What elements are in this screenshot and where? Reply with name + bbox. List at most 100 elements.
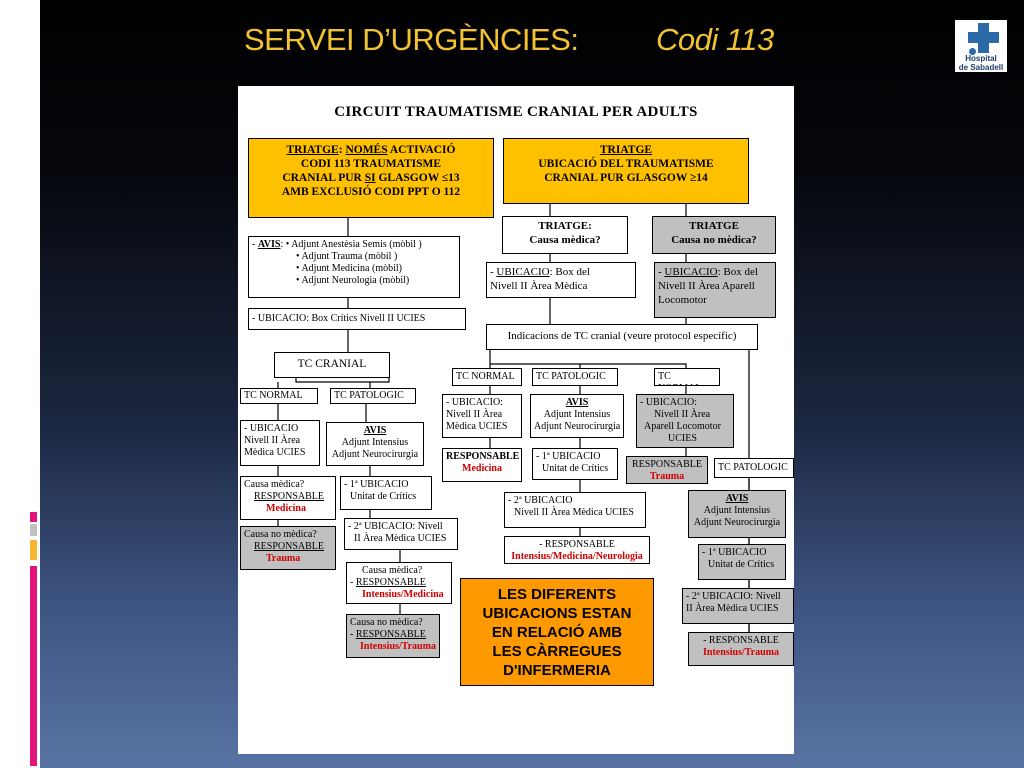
text-line: Mèdica UCIES (244, 447, 306, 458)
triage-left-box: TRIATGE: NOMÉS ACTIVACIÓ CODI 113 TRAUMA… (248, 138, 494, 218)
text-line: Causa mèdica? (362, 565, 423, 576)
text-line: - 2ª UBICACIO: Nivell (348, 521, 443, 532)
accent-bar (30, 512, 37, 522)
right-resp-box: - RESPONSABLE Intensius/Trauma (688, 632, 794, 666)
text-line: Unitat de Crítics (708, 559, 775, 570)
triage-right-line3: CRANIAL PUR GLASGOW ≥14 (544, 172, 708, 184)
text-line: LES DIFERENTS (497, 586, 617, 603)
text-line: Box del (723, 266, 758, 278)
loc-medical-box: - UBICACIO: Box del Nivell II Àrea Mèdic… (486, 262, 636, 298)
text-line: UCIES (668, 433, 697, 444)
text-line: Nivell II Àrea (654, 409, 711, 420)
mid-second-loc-box: - 2ª UBICACIO Nivell II Àrea Mèdica UCIE… (504, 492, 646, 528)
right-first-loc-box: - 1ª UBICACIO Unitat de Crítics (698, 544, 786, 580)
text-line: UBICACIO (496, 266, 550, 278)
text-line: AVIS (363, 425, 387, 436)
indications-box: Indicacions de TC cranial (veure protoco… (486, 324, 758, 350)
dot-icon (969, 48, 976, 55)
hospital-logo: Hospital de Sabadell (955, 20, 1007, 72)
nursing-note-box: LES DIFERENTS UBICACIONS ESTAN EN RELACI… (460, 578, 654, 686)
loc-critics-label: UBICACIO (257, 313, 307, 324)
text-line: Adjunt Neurocirurgia (534, 421, 621, 432)
text-line: Intensius/Medicina/Neurologia (511, 551, 643, 562)
text-line: Causa no mèdica? (244, 529, 317, 540)
text-line: Intensius/Trauma (360, 641, 436, 652)
text-line: Intensius/Medicina (362, 589, 444, 600)
mid-resp-normal-box: RESPONSABLE Medicina (442, 448, 522, 482)
text-line: AVIS (725, 493, 749, 504)
tc-patologic-label: TC PATOLOGIC (334, 390, 404, 401)
connector (580, 363, 687, 368)
text-line: TRIATGE (689, 220, 739, 232)
triage-nonmedical-box: TRIATGE Causa no mèdica? (652, 216, 776, 254)
left-causa-medica-box: Causa mèdica? RESPONSABLE Medicina (240, 476, 336, 520)
text-line: - 1ª UBICACIO (344, 479, 409, 490)
text-line: Causa mèdica? (529, 234, 601, 246)
left-causa-no-medica-box: Causa no mèdica? RESPONSABLE Trauma (240, 526, 336, 570)
flowchart-title: CIRCUIT TRAUMATISME CRANIAL PER ADULTS (334, 104, 698, 120)
title-code: Codi 113 (656, 22, 774, 57)
cross-icon-bar (968, 32, 999, 43)
accent-bar (30, 540, 37, 560)
text-line: - 2ª UBICACIO: Nivell (686, 591, 781, 602)
tc-normal-right-box: TC NORMAL (654, 368, 720, 386)
left-avis-box: AVIS Adjunt Intensius Adjunt Neurocirurg… (326, 422, 424, 466)
text-line: Adjunt Intensius (543, 409, 611, 420)
avis-box: - AVIS: • Adjunt Anestèsia Semis (mòbil … (248, 236, 460, 298)
text-line: Nivell II Àrea (244, 435, 301, 446)
logo-text: Hospital (965, 54, 997, 63)
triage-left-line4: AMB EXCLUSIÓ CODI PPT O 112 (281, 186, 461, 198)
avis-item: Adjunt Trauma (mòbil ) (301, 251, 398, 262)
mid-first-loc-box: - 1ª UBICACIO Unitat de Crítics (532, 448, 618, 480)
text-line: - 1ª UBICACIO (536, 451, 601, 462)
text-line: RESPONSABLE (355, 629, 426, 640)
text-line: - UBICACIO: (446, 397, 503, 408)
left-medica-resp-box: Causa mèdica? - RESPONSABLE Intensius/Me… (346, 562, 452, 604)
loc-critics-box: - UBICACIO: Box Crítics Nivell II UCIES (248, 308, 466, 330)
tc-normal-label: TC NORMAL (456, 371, 515, 382)
text-line: Nivell II Àrea (446, 409, 503, 420)
text-line: Unitat de Crítics (350, 491, 417, 502)
title-text: SERVEI D’URGÈNCIES: (244, 22, 579, 57)
left-first-loc-box: - 1ª UBICACIO Unitat de Crítics (340, 476, 432, 510)
text-line: Adjunt Intensius (341, 437, 409, 448)
left-second-loc-box: - 2ª UBICACIO: Nivell II Àrea Mèdica UCI… (344, 518, 458, 550)
text-line: - RESPONSABLE (703, 635, 779, 646)
mid-loc-normal-box: - UBICACIO: Nivell II Àrea Mèdica UCIES (442, 394, 522, 438)
text-line: Causa no mèdica? (350, 617, 423, 628)
connector (295, 378, 390, 383)
accent-bar (30, 524, 37, 536)
tc-patologic-left-box: TC PATOLOGIC (330, 388, 416, 404)
tc-patologic-label: TC PATOLOGIC (536, 371, 606, 382)
text-line: Locomotor (658, 294, 707, 306)
text-line: TRIATGE: (538, 220, 592, 232)
accent-bar (30, 566, 37, 766)
deco-bar (34, 24, 38, 116)
tc-normal-label: TC NORMAL (658, 371, 701, 385)
text-line: Trauma (266, 553, 301, 564)
text-line: Adjunt Neurocirurgia (331, 449, 419, 460)
text-line: D'INFERMERIA (503, 662, 611, 679)
text-line: Medicina (266, 503, 306, 514)
text-line: Box del (555, 266, 590, 278)
text-line: Nivell II Àrea Mèdica UCIES (514, 507, 634, 518)
text-line: - 2ª UBICACIO (508, 495, 573, 506)
text-line: - 1ª UBICACIO (702, 547, 767, 558)
text-line: Nivell II Àrea Aparell (658, 280, 755, 292)
right-resp-normal-box: RESPONSABLE Trauma (626, 456, 708, 484)
tc-cranial-box: TC CRANIAL (274, 352, 390, 378)
triage-left-si: SI (364, 172, 376, 184)
text-line: UBICACIO (664, 266, 718, 278)
avis-item: Adjunt Neurologia (mòbil) (301, 275, 410, 286)
text-line: Adjunt Neurocirurgia (693, 517, 781, 528)
text-line: Unitat de Crítics (542, 463, 609, 474)
triage-left-activation: ACTIVACIÓ (389, 144, 456, 156)
avis-label: AVIS (257, 239, 281, 250)
tc-patologic-right-box: TC PATOLOGIC (714, 458, 794, 478)
text-line: Trauma (649, 471, 685, 482)
text-line: RESPONSABLE (355, 577, 426, 588)
text-line: Medicina (462, 463, 502, 474)
text-line: Causa no mèdica? (671, 234, 757, 246)
text-line: Mèdica UCIES (446, 421, 508, 432)
avis-item: Adjunt Medicina (mòbil) (301, 263, 402, 274)
